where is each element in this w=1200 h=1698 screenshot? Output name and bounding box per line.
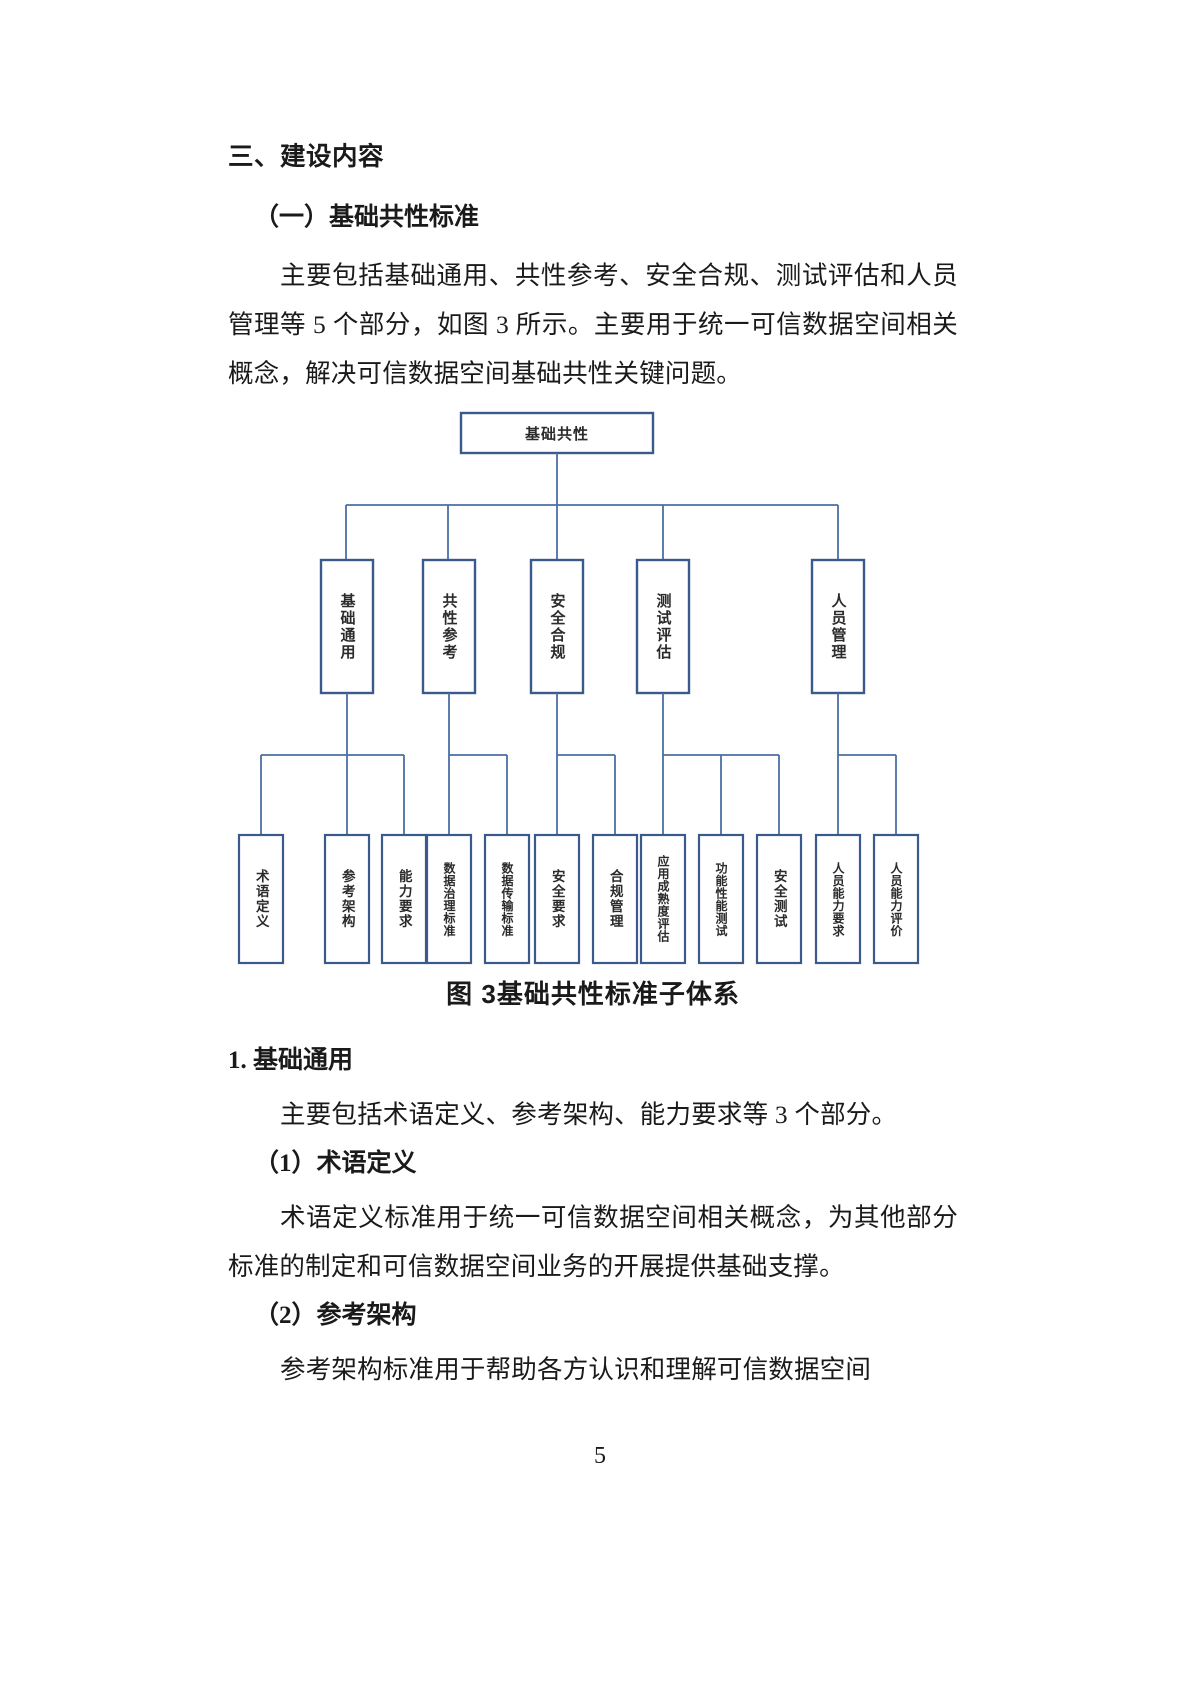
node-leaf-box-8 [639,834,687,965]
node-branch-box-4 [635,558,691,695]
node-leaf-box-2 [323,834,371,965]
node-leaf-box-11 [814,834,862,965]
node-leaf-box-6 [533,834,581,965]
node-branch-box-3 [529,558,585,695]
node-leaf-box-7 [591,834,639,965]
node-leaf-box-3 [380,834,428,965]
node-leaf-box-12 [872,834,920,965]
heading-item-1: 1. 基础通用 [228,1047,354,1075]
page-content: 三、建设内容 （一）基础共性标准 主要包括基础通用、共性参考、安全合规、测试评估… [228,138,958,1395]
figure-caption: 图 3基础共性标准子体系 [446,979,740,1010]
page-number: 5 [594,1443,606,1469]
node-leaf-box-4 [425,834,473,965]
node-branch-box-2 [421,558,477,695]
node-root-box [459,411,655,455]
intro-paragraph: 主要包括基础通用、共性参考、安全合规、测试评估和人员管理等 5 个部分，如图 3… [228,261,958,389]
node-branch-box-5 [810,558,866,695]
section-heading: 三、建设内容 [228,142,385,171]
heading-item-1-2: （2）参考架构 [254,1301,417,1329]
figure-basic-common-standard-subsystem: 基础共性 基础通用 共性参考 安全合规 测试评估 人员管理 术语定义 参考架构 … [228,405,958,970]
paragraph-reference-architecture: 参考架构标准用于帮助各方认识和理解可信数据空间 [280,1354,872,1384]
node-leaf-box-10 [755,834,803,965]
heading-item-1-1: （1）术语定义 [254,1150,417,1178]
subsection-heading: （一）基础共性标准 [254,204,480,232]
node-branch-box-1 [319,558,375,695]
paragraph-terms-definition: 术语定义标准用于统一可信数据空间相关概念，为其他部分标准的制定和可信数据空间业务… [228,1203,958,1282]
paragraph-basic-general: 主要包括术语定义、参考架构、能力要求等 3 个部分。 [280,1100,898,1130]
figure-svg [237,411,920,965]
node-leaf-box-5 [483,834,531,965]
node-leaf-box-1 [237,834,285,965]
node-leaf-box-9 [697,834,745,965]
